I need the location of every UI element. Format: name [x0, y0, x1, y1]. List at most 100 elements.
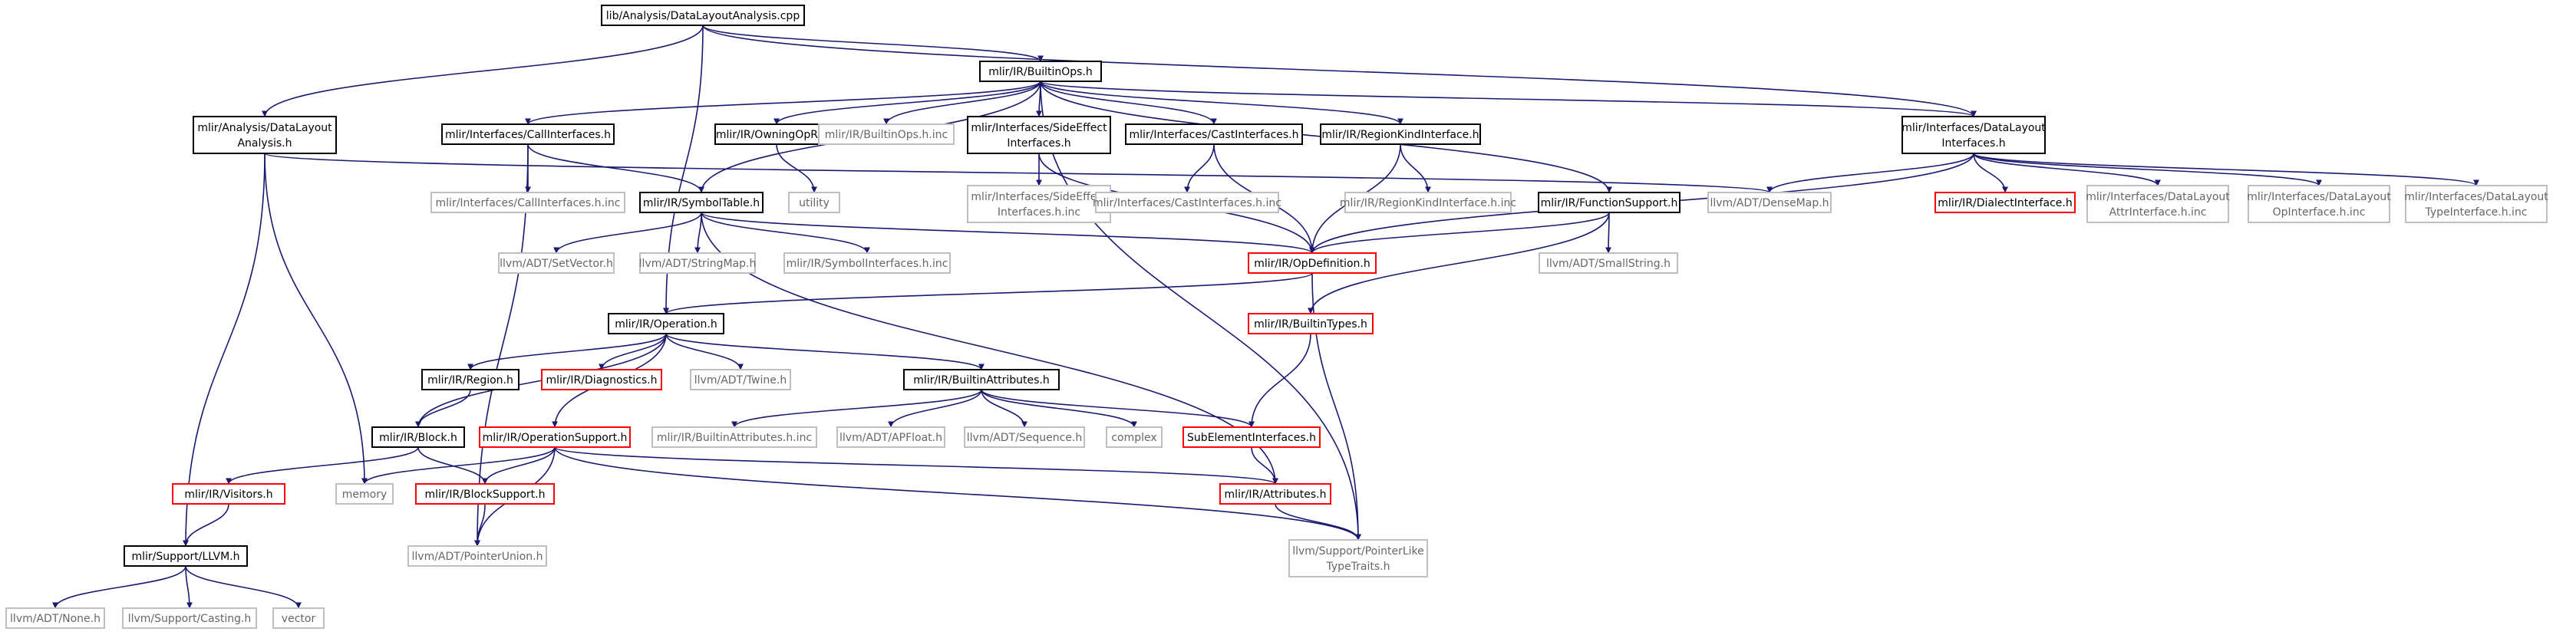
edge-operationsupport-to-pointerlike [554, 446, 1361, 541]
edge-dlinterfaces-to-dialectinterface [1973, 153, 2008, 193]
edge-builtinops-to-pointerlike [1040, 81, 1361, 541]
node-box [371, 426, 465, 448]
node-functionsupport[interactable]: mlir/IR/FunctionSupport.h [1538, 192, 1681, 213]
node-label: llvm/ADT/None.h [10, 613, 101, 625]
node-operation[interactable]: mlir/IR/Operation.h [608, 313, 724, 334]
edge-dlinterfaces-to-dl_attr_inc [1973, 153, 2161, 186]
node-sequence: llvm/ADT/Sequence.h [964, 426, 1085, 448]
edge-operation-to-region [467, 333, 667, 370]
edge-dlinterfaces-to-densemap [1766, 153, 1974, 193]
node-label: mlir/IR/Visitors.h [184, 489, 272, 501]
edge-llvm-to-none [52, 565, 186, 609]
edge-symboltable-to-setvector [553, 212, 702, 254]
edge-subelement-to-attributes [1251, 446, 1278, 485]
node-box [690, 369, 791, 390]
node-diagnostics[interactable]: mlir/IR/Diagnostics.h [541, 369, 662, 390]
node-blocksupport[interactable]: mlir/IR/BlockSupport.h [415, 483, 555, 505]
node-label: mlir/IR/SymbolInterfaces.h.inc [787, 258, 948, 270]
node-label: mlir/Interfaces/DataLayout [1901, 122, 2046, 134]
node-box [639, 192, 764, 213]
node-box [1182, 426, 1321, 448]
node-label: mlir/IR/Diagnostics.h [546, 374, 657, 387]
node-label: llvm/ADT/PointerUnion.h [412, 551, 543, 563]
edge-symboltable-to-symbolinterfaces_inc [701, 212, 870, 254]
node-stringmap: llvm/ADT/StringMap.h [639, 252, 757, 274]
node-label: mlir/Interfaces/SideEffect [971, 122, 1107, 134]
node-dl_attr_inc: mlir/Interfaces/DataLayoutAttrInterface.… [2086, 185, 2230, 223]
edge-dlinterfaces-to-dl_op_inc [1973, 153, 2322, 186]
edge-symboltable-to-opdefinition [701, 212, 1315, 254]
edge-analysis_dl-to-memory [264, 153, 368, 485]
node-label: mlir/IR/BuiltinOps.h.inc [825, 129, 948, 141]
node-llvm[interactable]: mlir/Support/LLVM.h [124, 545, 248, 567]
node-box [479, 426, 631, 448]
node-box [430, 192, 625, 213]
node-region[interactable]: mlir/IR/Region.h [421, 369, 519, 390]
edge-operation-to-diagnostics [599, 333, 667, 370]
node-box [601, 5, 805, 26]
node-label: utility [799, 197, 830, 209]
node-label: llvm/ADT/StringMap.h [639, 258, 757, 270]
edge-operationsupport-to-attributes [554, 446, 1278, 485]
node-dialectinterface[interactable]: mlir/IR/DialectInterface.h [1934, 192, 2076, 213]
node-box [903, 369, 1060, 390]
edge-callinterfaces-to-pointerunion [474, 143, 529, 547]
node-block[interactable]: mlir/IR/Block.h [371, 426, 465, 448]
node-label: Interfaces.h.inc [998, 206, 1080, 219]
node-box [788, 192, 840, 213]
edge-root-to-dlinterfaces [702, 25, 1977, 117]
edge-builtinattributes-to-sequence [981, 389, 1027, 428]
node-box [651, 426, 817, 448]
edge-operationsupport-to-blocksupport [482, 446, 556, 485]
edge-block-to-visitors [226, 446, 419, 485]
edge-operation-to-builtinattributes [665, 333, 985, 370]
node-box [441, 123, 615, 145]
node-attributes[interactable]: mlir/IR/Attributes.h [1219, 483, 1331, 505]
node-box [1320, 123, 1481, 145]
node-opdefinition[interactable]: mlir/IR/OpDefinition.h [1248, 252, 1377, 274]
node-builtinattributes[interactable]: mlir/IR/BuiltinAttributes.h [903, 369, 1060, 390]
node-symboltable[interactable]: mlir/IR/SymbolTable.h [639, 192, 764, 213]
node-label: mlir/IR/RegionKindInterface.h [1321, 129, 1479, 141]
edge-dlinterfaces-to-dl_type_inc [1973, 153, 2479, 186]
edge-regionkind-to-regionkind_inc [1400, 143, 1431, 193]
node-box [2248, 185, 2390, 223]
node-box [272, 607, 325, 629]
edge-root-to-analysis_dl [262, 25, 704, 117]
node-label: Interfaces.h [1007, 137, 1070, 150]
node-box [783, 252, 951, 274]
node-label: mlir/IR/RegionKindInterface.h.inc [1340, 197, 1516, 209]
node-root[interactable]: lib/Analysis/DataLayoutAnalysis.cpp [601, 5, 805, 26]
node-box [5, 607, 105, 629]
node-label: mlir/Interfaces/SideEffect [971, 191, 1107, 203]
node-pointerunion: llvm/ADT/PointerUnion.h [407, 545, 547, 567]
node-label: mlir/Interfaces/CastInterfaces.h.inc [1093, 197, 1281, 209]
node-box [335, 483, 394, 505]
node-label: mlir/Interfaces/CastInterfaces.h [1129, 129, 1298, 141]
node-owningopref[interactable]: mlir/IR/OwningOpRef.h [714, 123, 839, 145]
node-callinterfaces_inc: mlir/Interfaces/CallInterfaces.h.inc [430, 192, 625, 213]
node-subelement[interactable]: SubElementInterfaces.h [1182, 426, 1321, 448]
node-builtinops[interactable]: mlir/IR/BuiltinOps.h [979, 61, 1102, 82]
node-label: mlir/IR/Attributes.h [1225, 489, 1327, 501]
node-callinterfaces[interactable]: mlir/Interfaces/CallInterfaces.h [441, 123, 615, 145]
node-label: Analysis.h [237, 137, 292, 150]
node-visitors[interactable]: mlir/IR/Visitors.h [172, 483, 285, 505]
node-label: mlir/Analysis/DataLayout [197, 122, 332, 134]
node-operationsupport[interactable]: mlir/IR/OperationSupport.h [479, 426, 631, 448]
edge-builtinattributes-to-apfloat [888, 389, 982, 428]
edge-operationsupport-to-memory [361, 446, 556, 485]
node-analysis_dl[interactable]: mlir/Analysis/DataLayoutAnalysis.h [193, 116, 337, 154]
node-label: mlir/IR/BuiltinAttributes.h.inc [657, 432, 812, 444]
node-castinterfaces[interactable]: mlir/Interfaces/CastInterfaces.h [1125, 123, 1303, 145]
edge-root-to-builtinops [702, 25, 1044, 62]
node-box [1934, 192, 2076, 213]
node-label: llvm/ADT/SetVector.h [500, 258, 613, 270]
node-box [1248, 313, 1374, 334]
edge-layer [52, 25, 2479, 609]
node-builtintypes[interactable]: mlir/IR/BuiltinTypes.h [1248, 313, 1374, 334]
node-regionkind[interactable]: mlir/IR/RegionKindInterface.h [1320, 123, 1481, 145]
